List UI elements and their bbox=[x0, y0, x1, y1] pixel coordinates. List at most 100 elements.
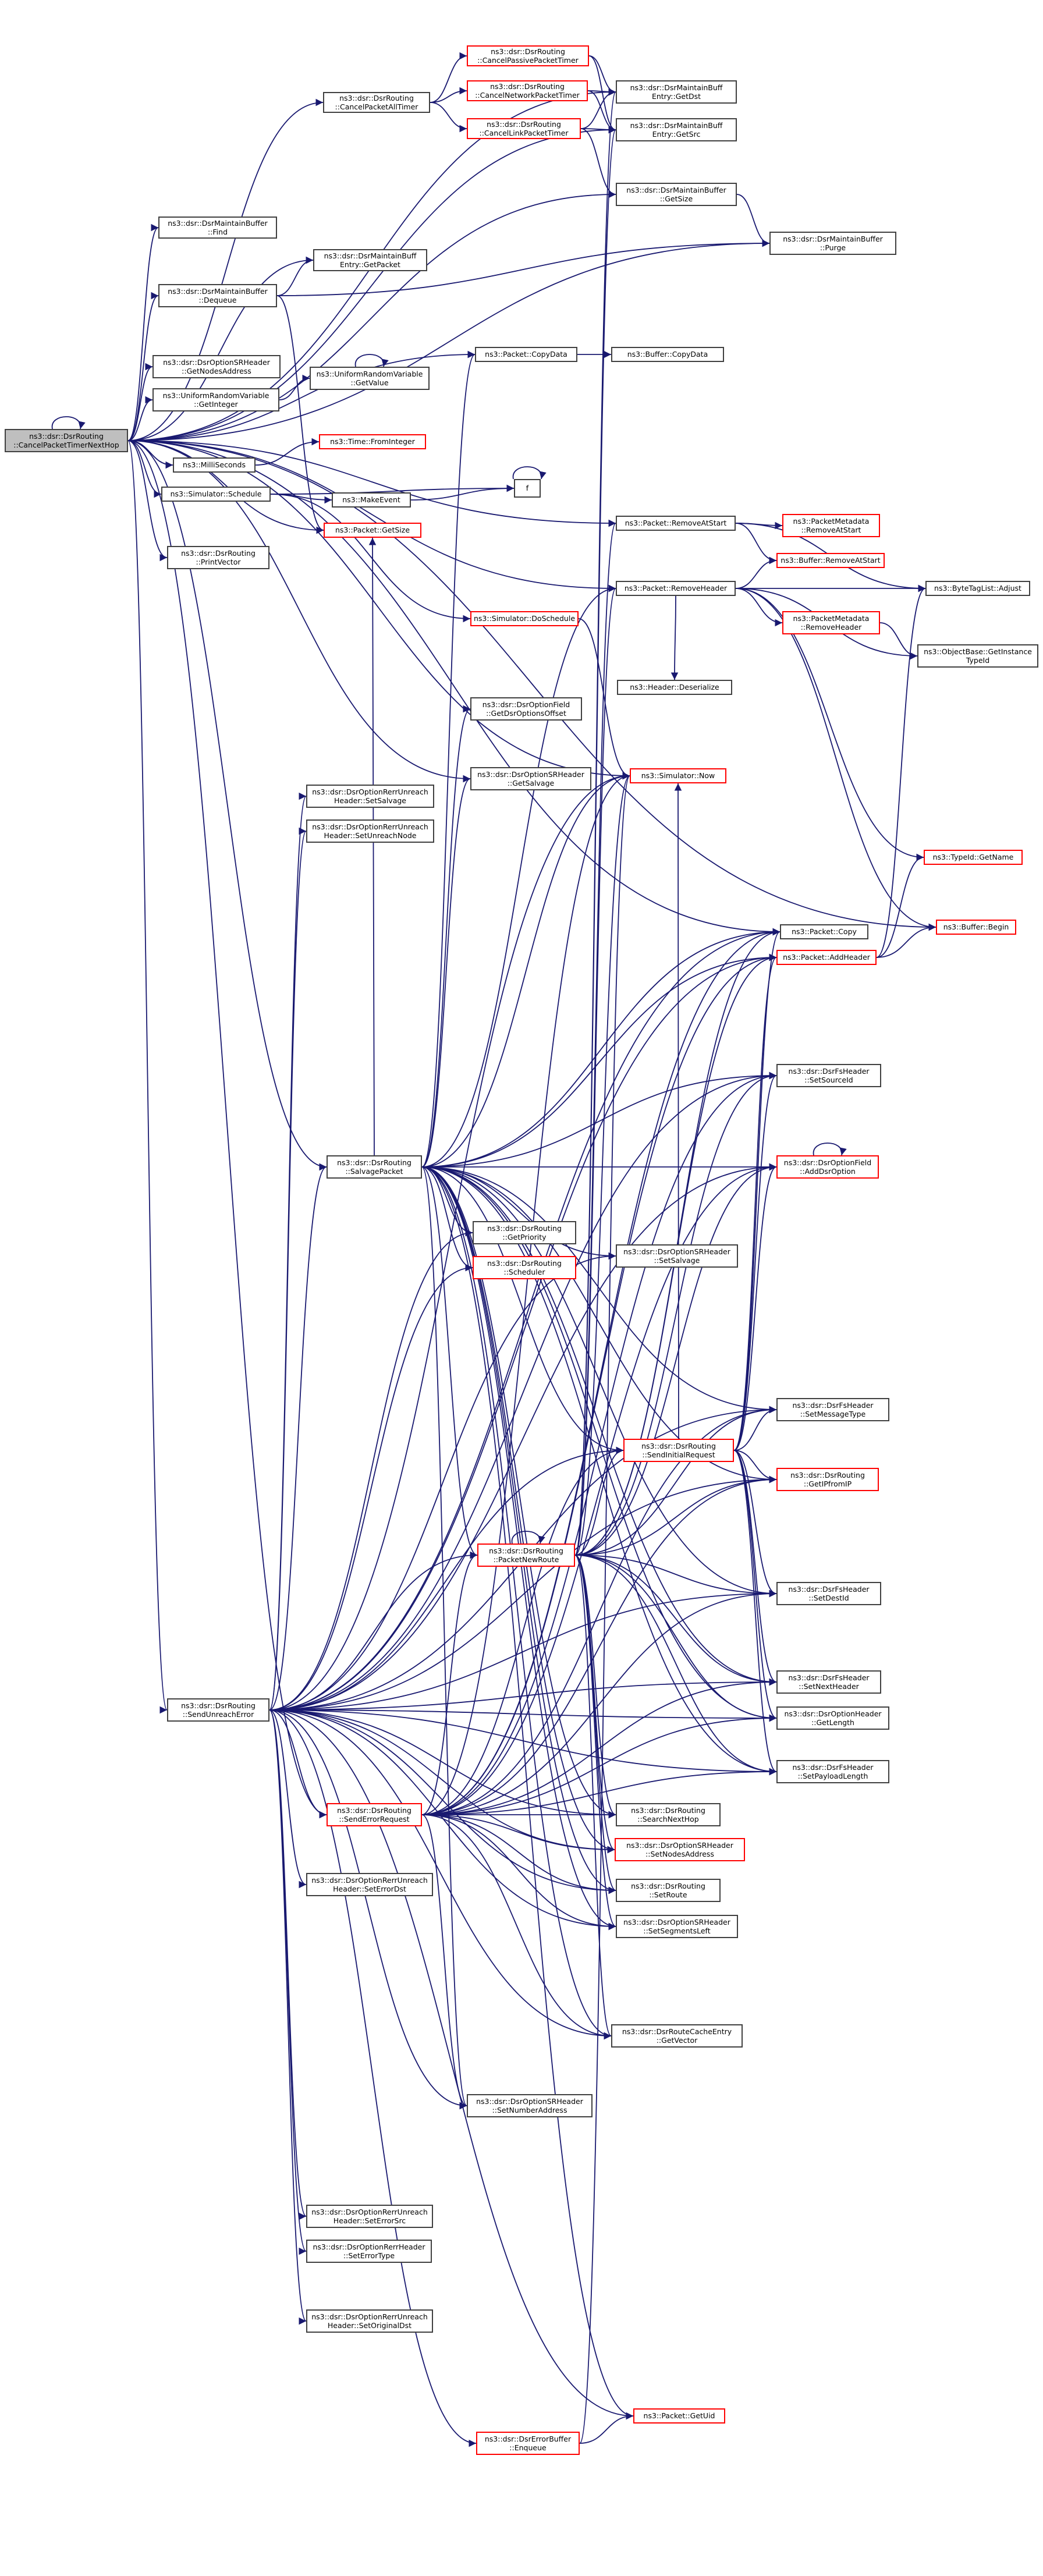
graph-node[interactable]: ns3::Buffer::RemoveAtStart bbox=[776, 553, 885, 568]
graph-node[interactable]: ns3::dsr::DsrRouting ::PrintVector bbox=[167, 546, 269, 569]
graph-node[interactable]: ns3::dsr::DsrRouting ::CancelNetworkPack… bbox=[467, 80, 588, 101]
graph-node[interactable]: ns3::Packet::AddHeader bbox=[776, 950, 877, 965]
graph-node[interactable]: ns3::PacketMetadata ::RemoveAtStart bbox=[782, 514, 880, 537]
graph-node[interactable]: ns3::Buffer::CopyData bbox=[611, 347, 724, 362]
graph-node[interactable]: ns3::dsr::DsrRouting ::SendInitialReques… bbox=[623, 1439, 734, 1462]
graph-edge bbox=[269, 1709, 612, 2040]
graph-node[interactable]: ns3::dsr::DsrFsHeader ::SetMessageType bbox=[776, 1398, 889, 1421]
graph-node[interactable]: ns3::Packet::GetSize bbox=[324, 523, 421, 538]
graph-edge bbox=[879, 622, 918, 660]
graph-node[interactable]: ns3::dsr::DsrErrorBuffer ::Enqueue bbox=[476, 2432, 580, 2455]
graph-node[interactable]: ns3::dsr::DsrRouting ::PacketNewRoute bbox=[477, 1544, 575, 1567]
graph-node[interactable]: ns3::Packet::RemoveAtStart bbox=[616, 516, 736, 531]
graph-node[interactable]: ns3::dsr::DsrRouting ::SearchNextHop bbox=[616, 1803, 721, 1826]
graph-node[interactable]: ns3::dsr::DsrOptionField ::GetDsrOptions… bbox=[470, 697, 582, 721]
graph-node[interactable]: ns3::dsr::DsrFsHeader ::SetPayloadLength bbox=[776, 1760, 889, 1783]
graph-edge bbox=[269, 1229, 473, 1711]
graph-edge bbox=[876, 853, 924, 958]
graph-edge bbox=[127, 98, 324, 441]
graph-node[interactable]: ns3::dsr::DsrOptionRerrHeader ::SetError… bbox=[306, 2240, 432, 2263]
graph-node[interactable]: ns3::Buffer::Begin bbox=[936, 920, 1016, 935]
graph-node[interactable]: ns3::ByteTagList::Adjust bbox=[925, 581, 1030, 596]
graph-node[interactable]: ns3::dsr::DsrOptionRerrUnreach Header::S… bbox=[306, 2309, 433, 2333]
graph-edge bbox=[269, 1252, 616, 1711]
graph-node[interactable]: ns3::dsr::DsrMaintainBuff Entry::GetSrc bbox=[616, 118, 737, 141]
graph-node[interactable]: ns3::dsr::DsrOptionRerrUnreach Header::S… bbox=[306, 1873, 433, 1896]
graph-node[interactable]: ns3::Simulator::DoSchedule bbox=[470, 611, 579, 626]
graph-edge bbox=[421, 928, 781, 1168]
graph-edge bbox=[430, 102, 467, 133]
graph-node[interactable]: ns3::dsr::DsrOptionSRHeader ::GetSalvage bbox=[470, 767, 591, 790]
graph-node[interactable]: ns3::dsr::DsrOptionSRHeader ::SetSalvage bbox=[616, 1244, 738, 1268]
graph-node[interactable]: ns3::Packet::RemoveHeader bbox=[616, 581, 736, 596]
graph-node[interactable]: ns3::UniformRandomVariable ::GetInteger bbox=[152, 388, 279, 411]
graph-node[interactable]: ns3::dsr::DsrRouting ::SalvagePacket bbox=[327, 1155, 422, 1179]
graph-node[interactable]: ns3::dsr::DsrRouting ::CancelPassivePack… bbox=[467, 45, 589, 66]
graph-node[interactable]: ns3::dsr::DsrOptionField ::AddDsrOption bbox=[776, 1155, 879, 1179]
graph-node[interactable]: ns3::dsr::DsrOptionHeader ::GetLength bbox=[776, 1706, 889, 1730]
graph-node[interactable]: ns3::dsr::DsrOptionSRHeader ::GetNodesAd… bbox=[152, 355, 281, 378]
graph-node[interactable]: ns3::dsr::DsrOptionRerrUnreach Header::S… bbox=[306, 819, 434, 843]
graph-node[interactable]: ns3::dsr::DsrMaintainBuffer ::GetSize bbox=[616, 183, 737, 206]
graph-node[interactable]: ns3::dsr::DsrRouting ::SendUnreachError bbox=[167, 1698, 269, 1722]
graph-edge bbox=[421, 775, 471, 1168]
graph-node[interactable]: ns3::dsr::DsrOptionSRHeader ::SetNodesAd… bbox=[615, 1838, 745, 1861]
graph-node[interactable]: ns3::Packet::CopyData bbox=[475, 347, 577, 362]
graph-edge bbox=[421, 1166, 478, 1559]
graph-edge bbox=[735, 588, 924, 861]
graph-edge bbox=[269, 1709, 634, 2420]
graph-edge bbox=[733, 928, 781, 1451]
graph-edge bbox=[269, 1709, 307, 2255]
graph-node[interactable]: f bbox=[514, 479, 541, 498]
graph-node[interactable]: ns3::dsr::DsrRouting ::Scheduler bbox=[473, 1256, 576, 1279]
graph-node[interactable]: ns3::dsr::DsrMaintainBuff Entry::GetPack… bbox=[313, 249, 427, 271]
graph-node[interactable]: ns3::Header::Deserialize bbox=[617, 680, 732, 695]
graph-edge bbox=[279, 374, 310, 400]
graph-node[interactable]: ns3::dsr::DsrMaintainBuff Entry::GetDst bbox=[616, 80, 737, 104]
graph-edge bbox=[269, 928, 781, 1711]
graph-node[interactable]: ns3::Simulator::Schedule bbox=[161, 487, 271, 502]
graph-node[interactable]: ns3::dsr::DsrOptionSRHeader ::SetSegment… bbox=[616, 1915, 738, 1938]
graph-node[interactable]: ns3::UniformRandomVariable ::GetValue bbox=[310, 367, 430, 390]
graph-node[interactable]: ns3::Time::FromInteger bbox=[319, 434, 426, 449]
graph-node[interactable]: ns3::dsr::DsrMaintainBuffer ::Purge bbox=[769, 232, 896, 255]
graph-node[interactable]: ns3::Packet::GetUid bbox=[633, 2408, 725, 2424]
graph-edge bbox=[421, 1166, 777, 1686]
graph-edge bbox=[269, 828, 307, 1711]
graph-node[interactable]: ns3::dsr::DsrRouting ::GetIPfromIP bbox=[776, 1468, 879, 1491]
graph-node[interactable]: ns3::dsr::DsrRouting ::SendErrorRequest bbox=[327, 1803, 422, 1826]
graph-edge bbox=[127, 440, 324, 534]
graph-edge bbox=[52, 416, 86, 430]
graph-node[interactable]: ns3::dsr::DsrFsHeader ::SetNextHeader bbox=[776, 1670, 881, 1694]
graph-node[interactable]: ns3::dsr::DsrRouting ::SetRoute bbox=[616, 1879, 721, 1902]
graph-node[interactable]: ns3::dsr::DsrRouteCacheEntry ::GetVector bbox=[611, 2024, 743, 2048]
graph-node[interactable]: ns3::ObjectBase::GetInstance TypeId bbox=[917, 644, 1038, 668]
graph-node[interactable]: ns3::TypeId::GetName bbox=[924, 850, 1023, 865]
graph-node[interactable]: ns3::dsr::DsrFsHeader ::SetDestId bbox=[776, 1582, 881, 1605]
graph-node[interactable]: ns3::PacketMetadata ::RemoveHeader bbox=[782, 611, 880, 634]
graph-node[interactable]: ns3::dsr::DsrOptionRerrUnreach Header::S… bbox=[306, 785, 434, 808]
graph-edge bbox=[670, 595, 679, 680]
graph-edge bbox=[421, 1768, 777, 1815]
graph-edge bbox=[269, 1446, 624, 1711]
graph-edge bbox=[421, 705, 471, 1168]
graph-node[interactable]: ns3::dsr::DsrFsHeader ::SetSourceId bbox=[776, 1064, 881, 1087]
graph-edge bbox=[574, 1555, 777, 1722]
graph-node[interactable]: ns3::dsr::DsrRouting ::GetPriority bbox=[473, 1221, 576, 1244]
graph-node[interactable]: ns3::dsr::DsrRouting ::CancelPacketAllTi… bbox=[323, 92, 430, 113]
graph-edge bbox=[127, 190, 616, 441]
graph-node[interactable]: ns3::Simulator::Now bbox=[630, 768, 726, 783]
graph-node[interactable]: ns3::dsr::DsrRouting ::CancelLinkPacketT… bbox=[467, 118, 581, 139]
graph-edge bbox=[127, 440, 162, 498]
graph-edge bbox=[421, 1589, 777, 1815]
graph-node[interactable]: ns3::MakeEvent bbox=[332, 492, 411, 508]
graph-node[interactable]: ns3::dsr::DsrRouting ::CancelPacketTimer… bbox=[5, 429, 128, 452]
graph-edge bbox=[421, 1446, 624, 1815]
graph-node[interactable]: ns3::Packet::Copy bbox=[780, 924, 868, 939]
graph-node[interactable]: ns3::dsr::DsrMaintainBuffer ::Dequeue bbox=[158, 284, 277, 307]
graph-node[interactable]: ns3::dsr::DsrOptionSRHeader ::SetNumberA… bbox=[467, 2094, 593, 2117]
graph-node[interactable]: ns3::dsr::DsrMaintainBuffer ::Find bbox=[158, 217, 277, 239]
graph-node[interactable]: ns3::dsr::DsrOptionRerrUnreach Header::S… bbox=[306, 2205, 433, 2228]
graph-node[interactable]: ns3::MilliSeconds bbox=[173, 457, 256, 473]
